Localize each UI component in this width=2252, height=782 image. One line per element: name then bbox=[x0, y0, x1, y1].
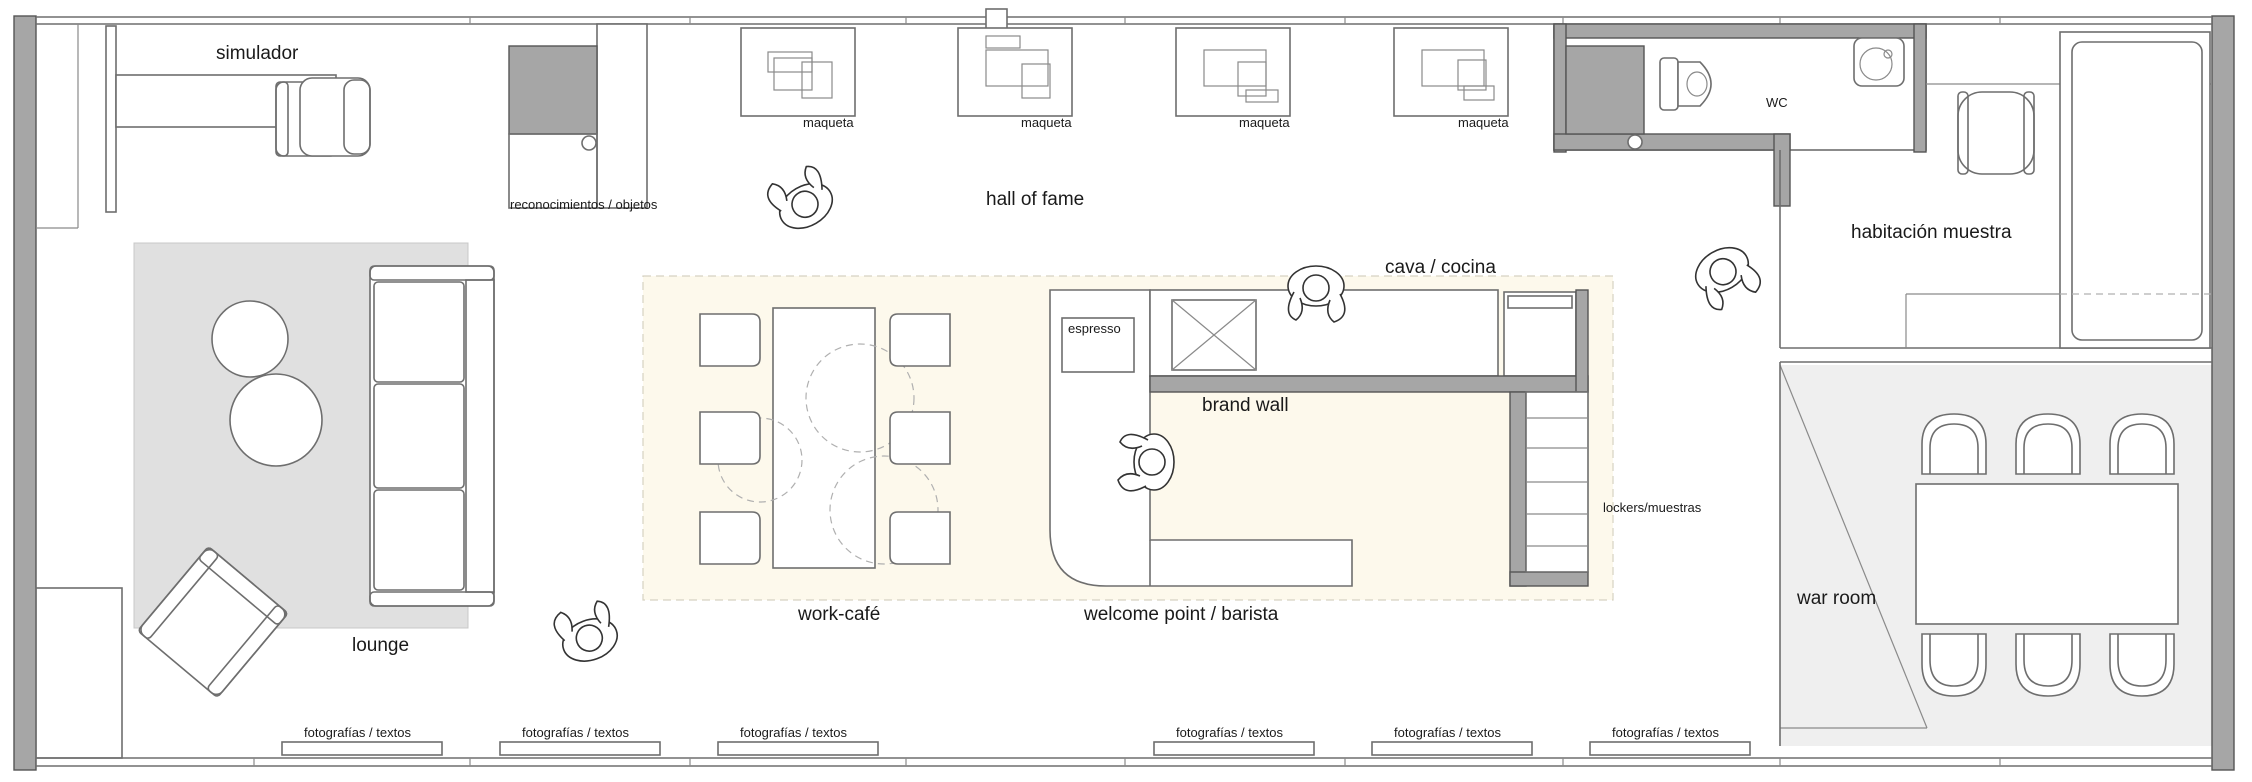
label-fotografias-1: fotografías / textos bbox=[304, 725, 411, 740]
simulador-zone: simulador bbox=[105, 25, 371, 213]
maqueta-1: maqueta bbox=[740, 27, 856, 130]
label-fotografias-6: fotografías / textos bbox=[1612, 725, 1719, 740]
person-figure-4 bbox=[1694, 246, 1762, 311]
label-wc: WC bbox=[1766, 95, 1788, 110]
label-habitacion: habitación muestra bbox=[1851, 222, 2012, 243]
label-maqueta-2: maqueta bbox=[1021, 115, 1072, 130]
label-simulador: simulador bbox=[216, 43, 299, 64]
label-fotografias-4: fotografías / textos bbox=[1176, 725, 1283, 740]
maqueta-3: maqueta bbox=[1175, 27, 1291, 130]
label-brand-wall: brand wall bbox=[1202, 395, 1289, 416]
photo-panel-4: fotografías / textos bbox=[1153, 725, 1315, 756]
label-fotografias-2: fotografías / textos bbox=[522, 725, 629, 740]
label-welcome: welcome point / barista bbox=[1083, 604, 1279, 625]
person-figure-5 bbox=[553, 600, 618, 662]
label-maqueta-3: maqueta bbox=[1239, 115, 1290, 130]
label-fotografias-3: fotografías / textos bbox=[740, 725, 847, 740]
label-reconocimientos: reconocimientos / objetos bbox=[510, 197, 658, 212]
photo-panel-3: fotografías / textos bbox=[717, 725, 879, 756]
war-room-zone: war room bbox=[1779, 362, 2179, 746]
label-maqueta-1: maqueta bbox=[803, 115, 854, 130]
label-cava: cava / cocina bbox=[1385, 257, 1496, 278]
label-lounge: lounge bbox=[352, 635, 409, 656]
barista-zone: espresso cava / cocina brand wall locker… bbox=[1049, 257, 1702, 625]
label-lockers: lockers/muestras bbox=[1603, 500, 1702, 515]
work-cafe-zone: work-café bbox=[699, 307, 951, 625]
label-work-cafe: work-café bbox=[797, 604, 880, 625]
reconocimientos-zone: reconocimientos / objetos bbox=[508, 23, 658, 212]
person-figure-3 bbox=[1117, 433, 1175, 492]
lounge-zone: lounge bbox=[138, 265, 495, 697]
photo-panel-2: fotografías / textos bbox=[499, 725, 661, 756]
photo-panel-1: fotografías / textos bbox=[281, 725, 443, 756]
label-war-room: war room bbox=[1796, 588, 1876, 609]
label-hall-of-fame: hall of fame bbox=[986, 189, 1084, 210]
maqueta-4: maqueta bbox=[1393, 27, 1509, 130]
maqueta-2: maqueta bbox=[957, 27, 1073, 130]
photo-panel-6: fotografías / textos bbox=[1589, 725, 1751, 756]
outer-walls bbox=[13, 8, 2235, 771]
photo-panel-5: fotografías / textos bbox=[1371, 725, 1533, 756]
label-maqueta-4: maqueta bbox=[1458, 115, 1509, 130]
label-espresso: espresso bbox=[1068, 321, 1121, 336]
person-figure-1 bbox=[766, 165, 834, 230]
person-figure-2 bbox=[1287, 265, 1346, 323]
label-fotografias-5: fotografías / textos bbox=[1394, 725, 1501, 740]
wc-room: WC bbox=[1553, 23, 1927, 207]
habitacion-muestra: habitación muestra bbox=[1779, 31, 2212, 363]
